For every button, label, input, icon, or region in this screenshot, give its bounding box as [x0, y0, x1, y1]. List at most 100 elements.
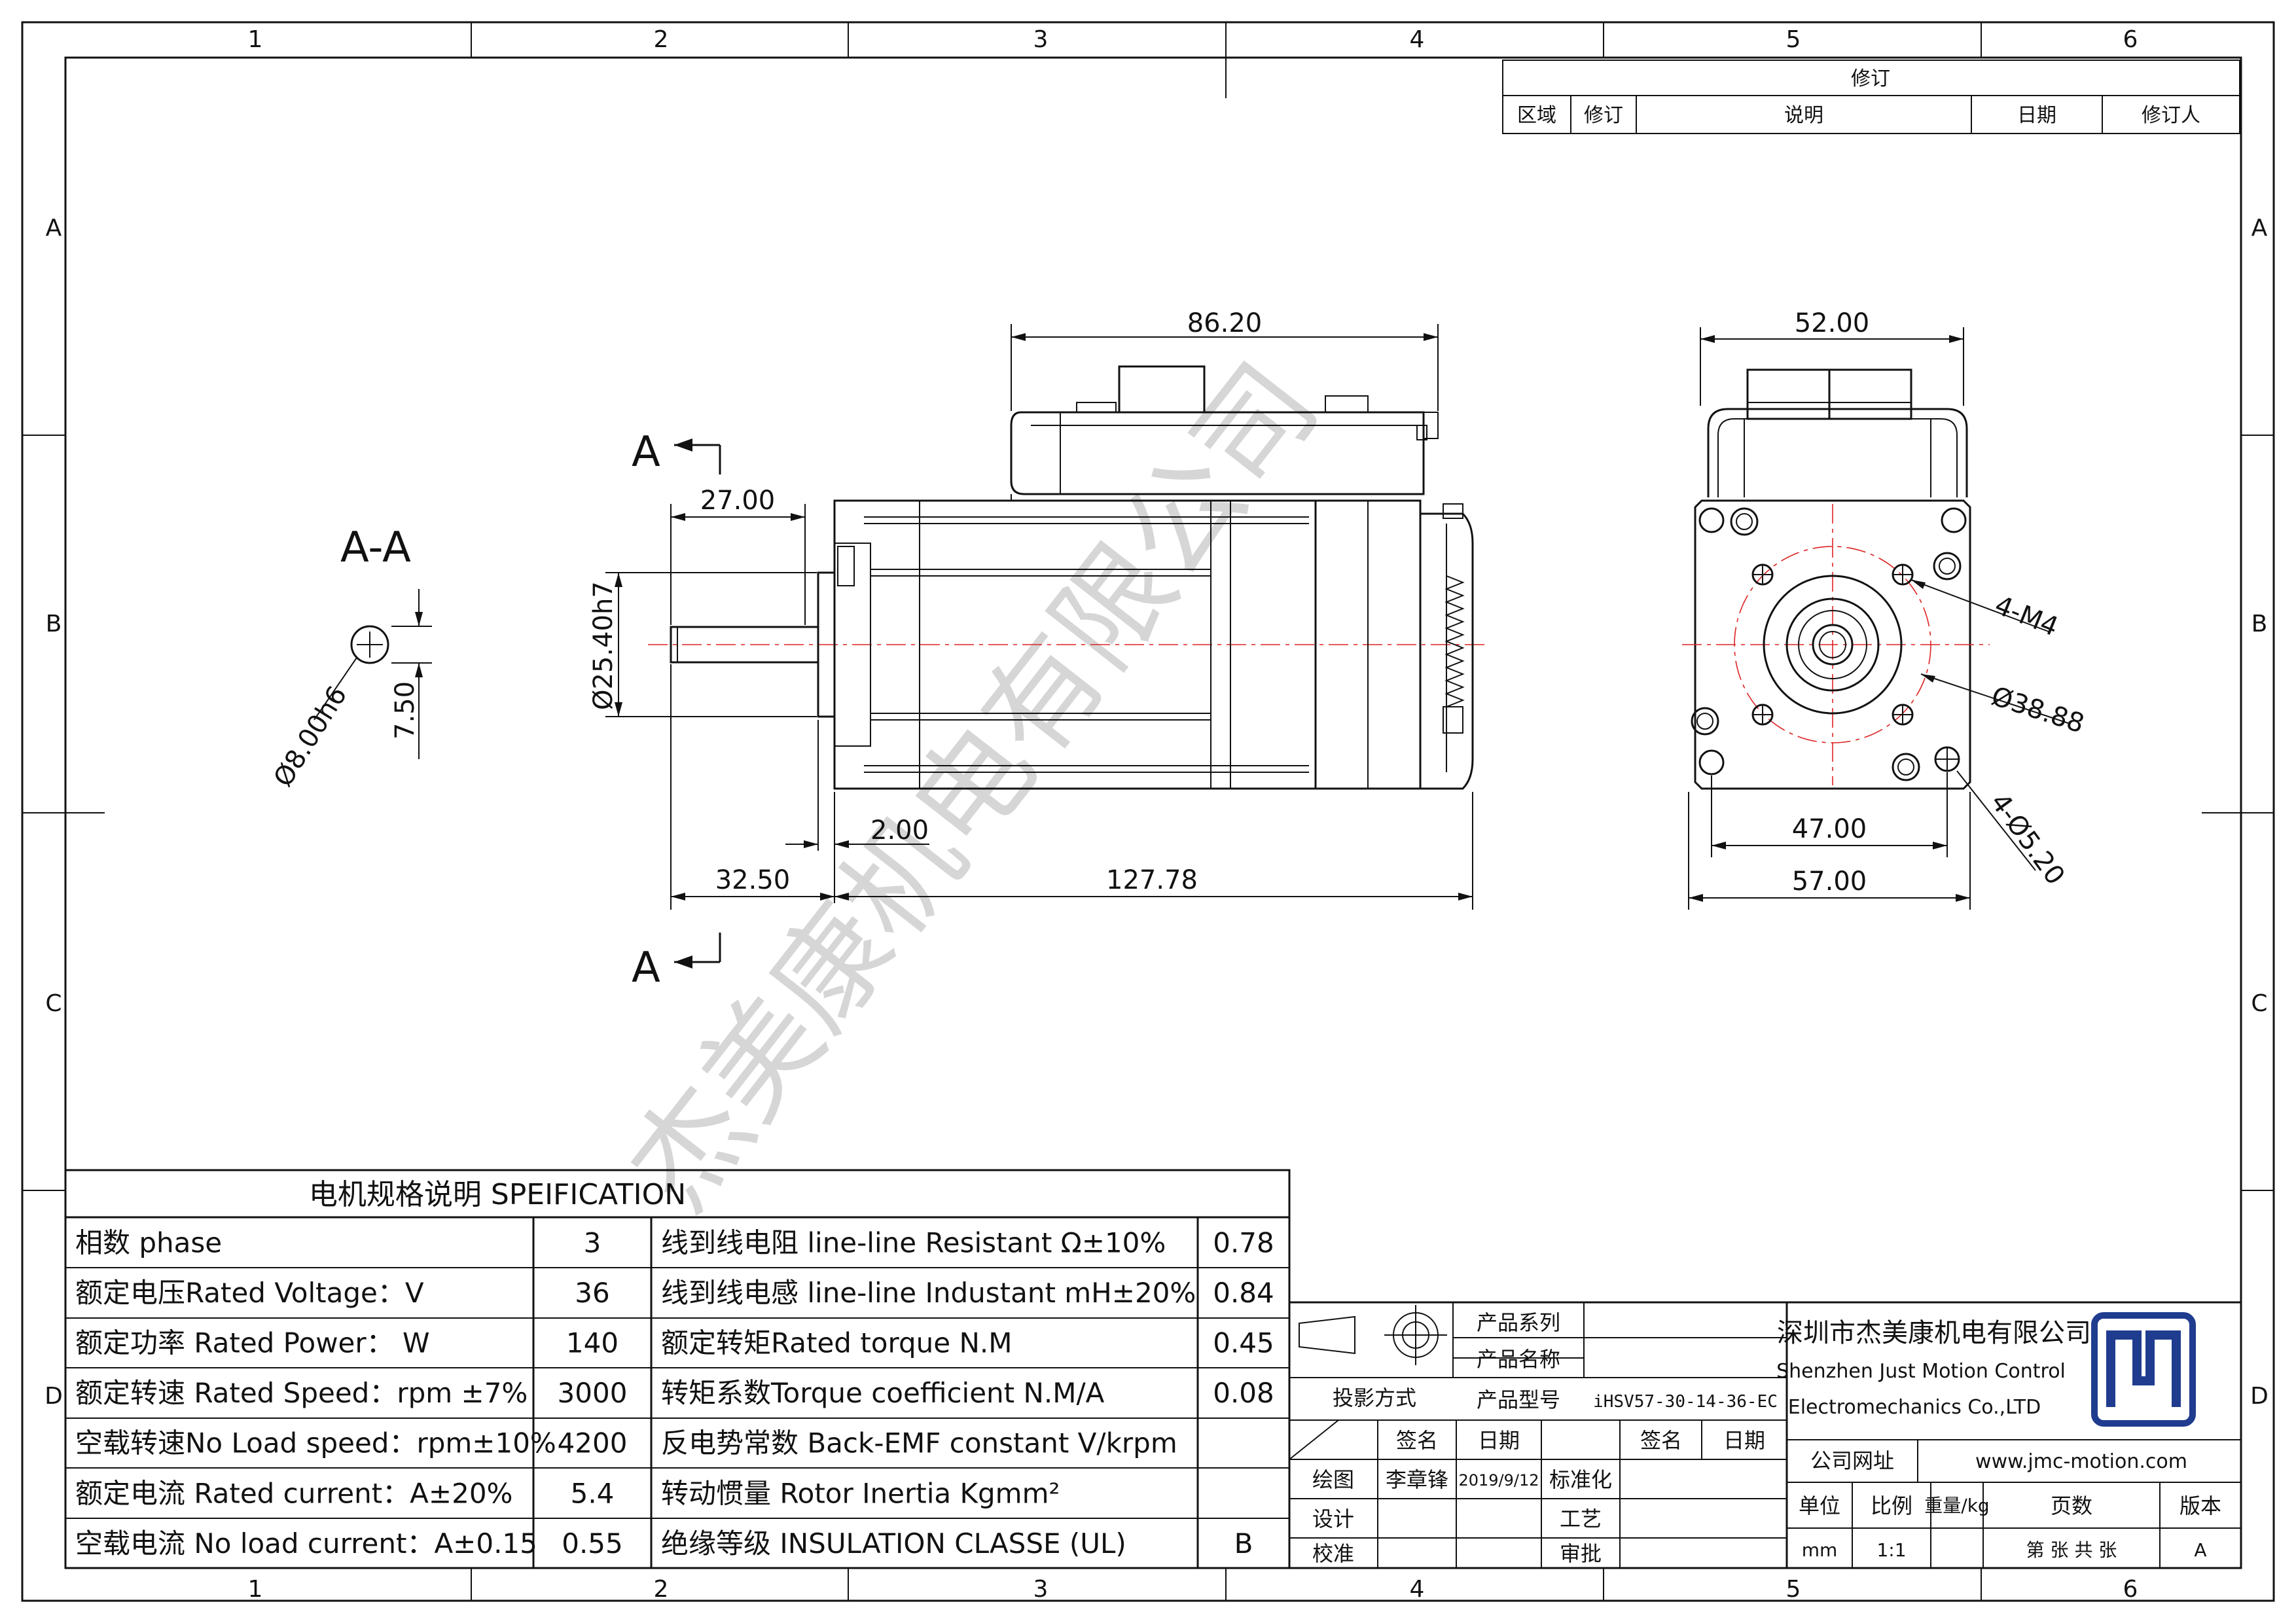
row-label-b: B [46, 611, 62, 637]
col-label-1-bottom: 1 [248, 1576, 263, 1603]
approve-label: 审批 [1560, 1541, 1602, 1566]
revision-table: 修订 区域 修订 说明 日期 修订人 [1502, 60, 2240, 134]
spec-row-value: 140 [566, 1327, 619, 1359]
process-label: 工艺 [1560, 1507, 1602, 1531]
spec-row-label: 额定电流 Rated current：A±20% [75, 1477, 512, 1509]
spec-row-label-2: 绝缘等级 INSULATION CLASSE (UL) [661, 1527, 1126, 1560]
col-label-6: 6 [2123, 26, 2138, 53]
standardization-label: 标准化 [1549, 1467, 1612, 1492]
col-label-4-bottom: 4 [1410, 1576, 1425, 1603]
revision-header-reviser: 修订人 [2142, 104, 2200, 127]
spec-row-label-2: 转动惯量 Rotor Inertia Kgmm² [661, 1477, 1060, 1509]
product-model-value: iHSV57-30-14-36-EC [1593, 1392, 1778, 1412]
pages-label: 页数 [2051, 1493, 2092, 1518]
sign-label: 签名 [1396, 1428, 1438, 1453]
dim-pilot-dia: Ø25.40h7 [588, 581, 619, 710]
spec-row-value-2: 0.45 [1213, 1327, 1274, 1359]
projection-symbol [1299, 1305, 1447, 1365]
spec-row-label: 额定转速 Rated Speed：rpm ±7% [75, 1377, 528, 1409]
section-marker-bottom: A [632, 944, 660, 992]
row-label-a-right: A [2251, 215, 2268, 241]
col-label-3-bottom: 3 [1033, 1576, 1049, 1603]
version-value: A [2194, 1539, 2206, 1561]
design-label: 设计 [1312, 1507, 1354, 1531]
dim-thread-holes: 4-M4 [1990, 590, 2062, 643]
spec-row-value: 4200 [558, 1427, 628, 1459]
shaft-section-circle [350, 625, 389, 664]
col-label-5: 5 [1786, 26, 1801, 53]
motor-side-view: A A [588, 308, 1486, 992]
row-label-c: C [45, 990, 62, 1017]
col-label-1: 1 [248, 26, 263, 53]
scale-value: 1:1 [1876, 1539, 1906, 1561]
dim-front-drive-width: 52.00 [1795, 308, 1870, 338]
product-model-label: 产品型号 [1477, 1387, 1560, 1412]
spec-row-label-2: 反电势常数 Back-EMF constant V/krpm [661, 1427, 1177, 1459]
col-label-3: 3 [1033, 26, 1049, 53]
spec-row-value: 36 [575, 1277, 609, 1309]
revision-header-date: 日期 [2017, 104, 2056, 127]
spec-title: 电机规格说明 SPEIFICATION [309, 1178, 686, 1211]
draw-date: 2019/9/12 [1458, 1471, 1539, 1489]
projection-label: 投影方式 [1333, 1385, 1416, 1410]
check-label: 校准 [1312, 1541, 1354, 1566]
title-block: 投影方式 产品系列 产品名称 产品型号 iHSV57-30-14-36-EC 签… [1288, 1301, 2242, 1569]
product-name-label: 产品名称 [1477, 1347, 1560, 1372]
spec-row-label-2: 额定转矩Rated torque N.M [661, 1327, 1013, 1359]
spec-row-label-2: 转矩系数Torque coefficient N.M/A [661, 1377, 1105, 1409]
pages-value: 第 张 共 张 [2026, 1539, 2117, 1561]
web-label: 公司网址 [1810, 1448, 1894, 1473]
version-label: 版本 [2179, 1493, 2221, 1518]
dim-shaft-length: 27.00 [700, 486, 776, 516]
spec-row-value-2: 0.78 [1213, 1226, 1274, 1258]
spec-row-value-2: 0.84 [1213, 1277, 1274, 1309]
col-label-2: 2 [654, 26, 669, 53]
unit-label: 单位 [1799, 1493, 1840, 1518]
row-label-b-right: B [2251, 611, 2268, 637]
drawer-name: 李章锋 [1386, 1467, 1448, 1492]
company-name-en-1: Shenzhen Just Motion Control [1776, 1360, 2066, 1383]
spec-row-value: 0.55 [562, 1527, 623, 1560]
spec-row-label: 额定功率 Rated Power： W [75, 1327, 430, 1359]
col-label-5-bottom: 5 [1786, 1576, 1801, 1603]
dim-mount-spacing: 47.00 [1792, 814, 1867, 844]
revision-header-rev: 修订 [1584, 104, 1623, 127]
spec-row-label: 相数 phase [75, 1226, 222, 1258]
date-label-2: 日期 [1723, 1428, 1765, 1453]
col-label-6-bottom: 6 [2123, 1576, 2138, 1603]
scale-label: 比例 [1871, 1493, 1912, 1518]
revision-title: 修订 [1851, 67, 1890, 90]
spec-row-label-2: 线到线电阻 line-line Resistant Ω±10% [661, 1226, 1166, 1258]
spec-row-value-2: B [1234, 1527, 1253, 1560]
spec-row-label-2: 线到线电感 line-line Industant mH±20% [661, 1277, 1196, 1309]
unit-value: mm [1802, 1539, 1838, 1561]
product-series-label: 产品系列 [1477, 1310, 1560, 1335]
spec-row-value: 3 [584, 1226, 601, 1258]
row-label-c-right: C [2251, 990, 2267, 1017]
revision-header-desc: 说明 [1784, 104, 1823, 127]
motor-front-view: 52.00 4-M4 Ø38.88 4-Ø5.20 47.00 57.00 [1682, 308, 2088, 910]
company-name-cn: 深圳市杰美康机电有限公司 [1777, 1318, 2091, 1348]
section-title: A-A [340, 524, 411, 572]
spec-row-value: 3000 [558, 1377, 628, 1409]
company-watermark: 杰美康机电有限公司 [604, 340, 1344, 1234]
date-label: 日期 [1478, 1428, 1520, 1453]
dim-shaft-to-flange: 32.50 [715, 865, 791, 895]
spec-row-label: 空载电流 No load current：A±0.15 [75, 1527, 537, 1560]
col-label-2-bottom: 2 [654, 1576, 669, 1603]
dim-flange-size: 57.00 [1792, 866, 1867, 897]
spec-table: 电机规格说明 SPEIFICATION 相数 phase 3 线到线电阻 line-… [64, 1169, 1291, 1569]
row-label-a: A [46, 215, 62, 241]
section-marker-top: A [632, 428, 660, 476]
col-label-4: 4 [1410, 26, 1425, 53]
company-logo [2091, 1312, 2196, 1427]
sign-label-2: 签名 [1640, 1428, 1682, 1453]
dim-mount-holes: 4-Ø5.20 [1984, 788, 2071, 891]
row-label-d: D [45, 1383, 63, 1410]
weight-label: 重量/kg [1924, 1495, 1989, 1516]
company-name-en-2: Electromechanics Co.,LTD [1788, 1396, 2041, 1419]
spec-row-value: 5.4 [571, 1477, 615, 1509]
section-aa-view: A-A 7.50 Ø8.00h6 [268, 524, 432, 792]
dim-body-length: 127.78 [1106, 865, 1198, 895]
